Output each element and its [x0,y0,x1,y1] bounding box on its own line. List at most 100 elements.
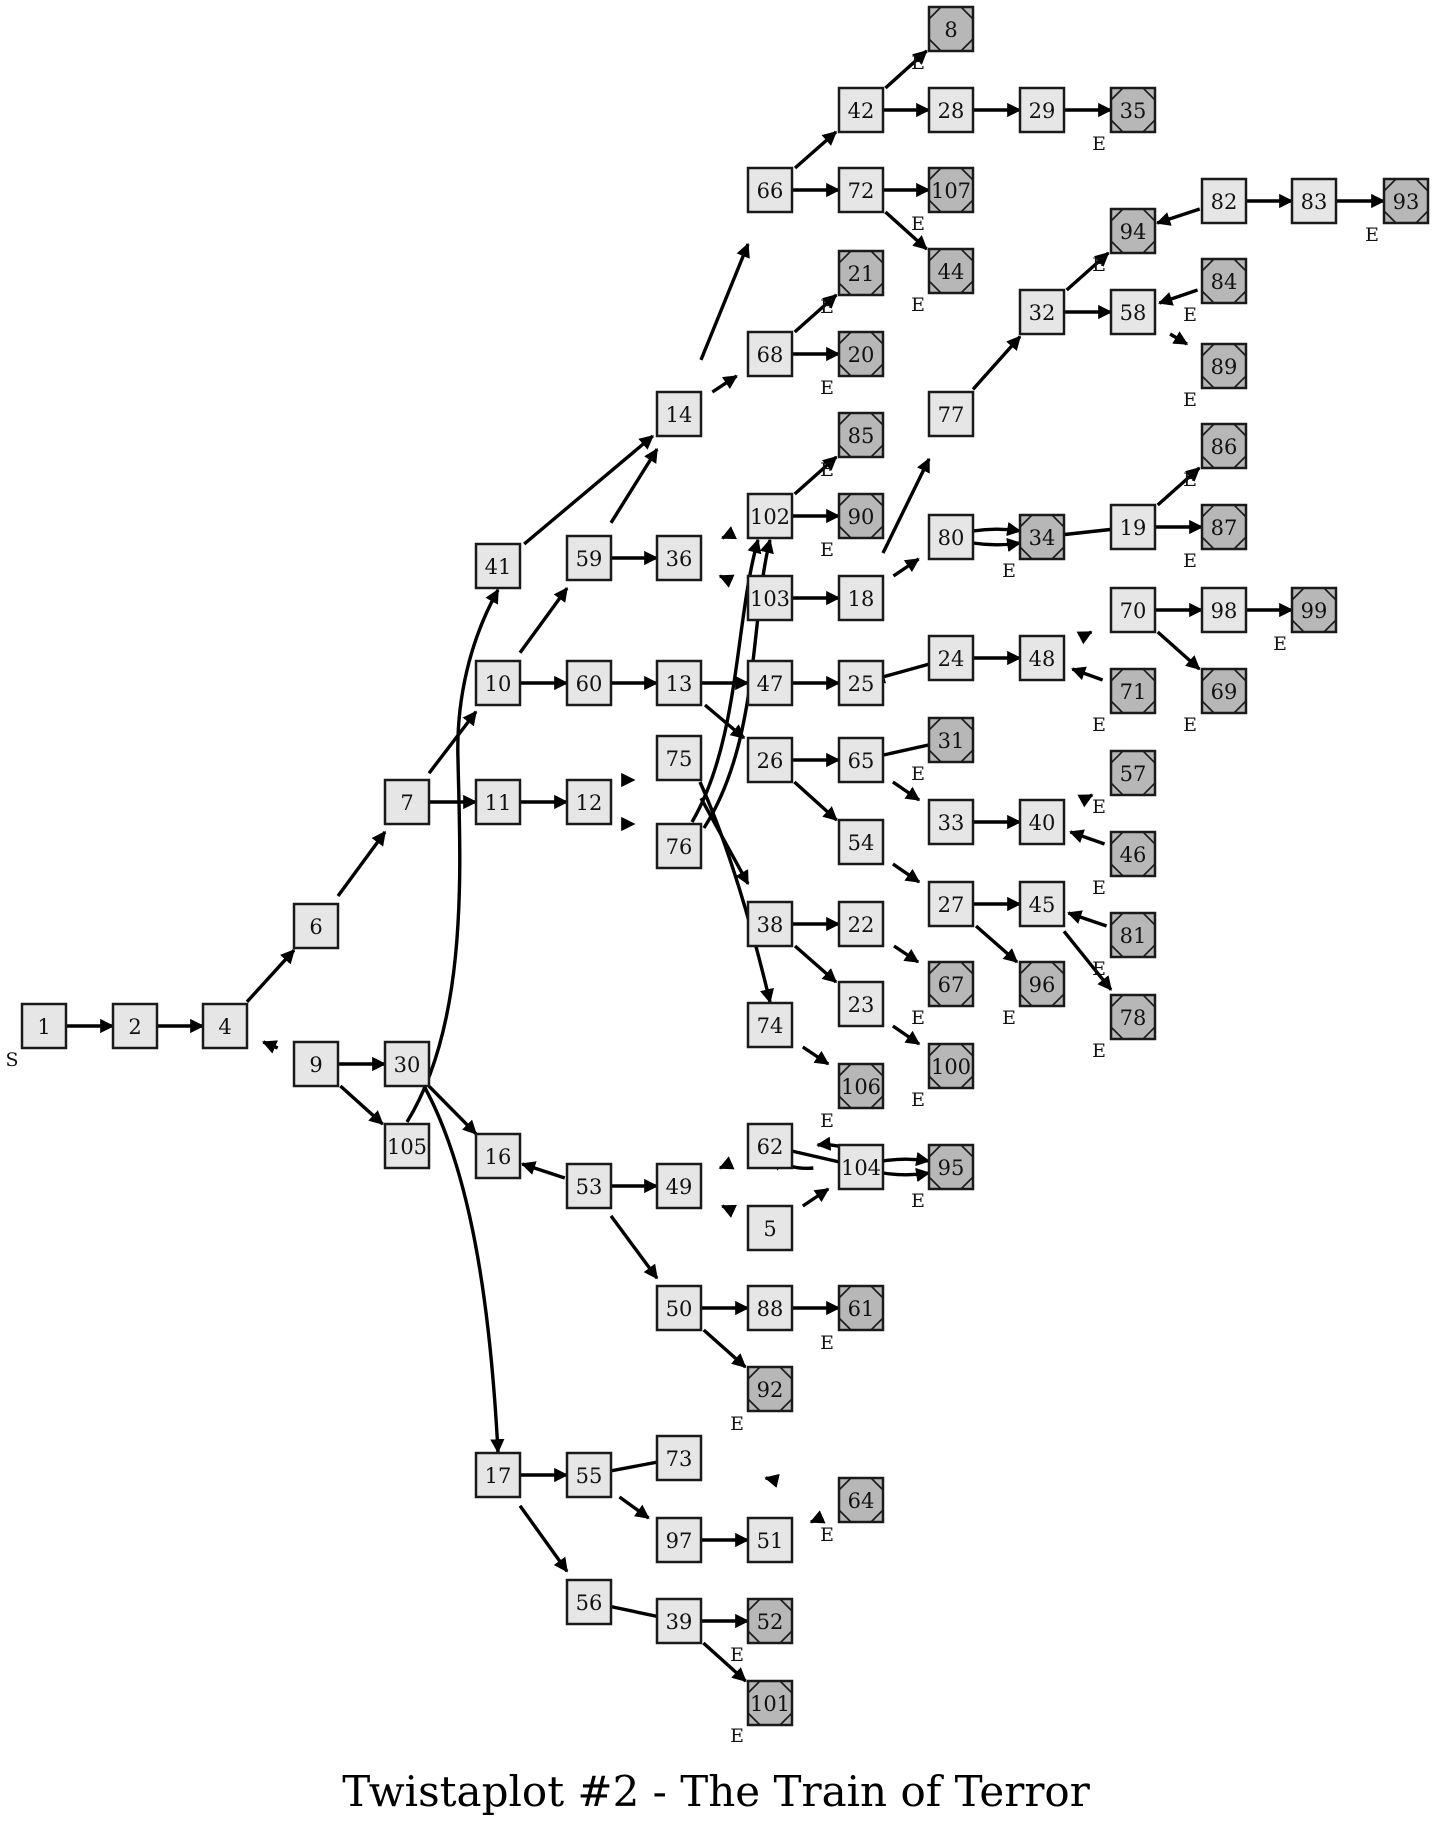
node-label: 26 [757,749,784,773]
end-marker: E [1183,714,1197,736]
node-box [474,1132,522,1180]
node-27: 27 [927,880,975,928]
end-node-44: 44E [911,247,975,316]
node-label: 44 [938,260,965,284]
node-label: 66 [757,179,784,203]
end-marker: E [1002,560,1016,582]
node-16: 16 [474,1132,522,1180]
node-65: 65 [837,736,885,784]
edge-17-to-56 [518,1504,569,1573]
node-box [1018,86,1066,134]
end-node-92: 92E [730,1365,794,1435]
edge-14-to-68 [711,374,738,394]
end-node-67: 67E [911,960,975,1029]
node-83: 83 [1290,177,1338,225]
edge-36-to-102 [721,526,737,540]
end-marker: E [911,294,925,316]
end-node-81: 81E [1092,911,1157,980]
node-2: 2 [111,1002,159,1050]
node-box [565,534,613,582]
node-51: 51 [746,1516,794,1564]
node-box [474,542,522,590]
node-label: 76 [666,835,693,859]
node-label: 62 [757,1135,784,1159]
node-label: 28 [938,99,965,123]
edge-76-to-102 [690,538,762,823]
node-label: 21 [848,262,875,286]
node-label: 94 [1120,220,1147,244]
node-box [837,1143,885,1191]
node-box [655,534,703,582]
node-label: 72 [848,179,875,203]
node-label: 97 [666,1529,693,1553]
node-box [383,1040,431,1088]
node-14: 14 [655,390,703,438]
node-label: 74 [757,1014,784,1038]
end-node-90: 90E [820,492,885,561]
edge-73-to-64 [764,1473,780,1488]
node-label: 9 [309,1053,322,1077]
node-98: 98 [1200,586,1248,634]
node-label: 84 [1211,270,1238,294]
end-node-box [927,1042,975,1090]
node-box [927,798,975,846]
end-node-78: 78E [1092,993,1157,1062]
node-7: 7 [383,778,431,826]
node-25: 25 [837,659,885,707]
edge-22-to-67 [893,944,920,964]
edge-45-to-81 [1067,910,1108,928]
node-box [565,1451,613,1499]
node-label: 11 [485,791,512,815]
node-102: 102 [746,492,794,540]
node-24: 24 [927,634,975,682]
end-node-box [837,1476,885,1524]
node-label: 53 [576,1175,603,1199]
node-80: 80 [927,513,975,561]
end-node-box [1290,586,1338,634]
node-box [746,574,794,622]
end-marker: E [1092,1040,1106,1062]
node-label: 90 [848,505,875,529]
end-marker: E [730,1725,744,1747]
end-node-94: 94E [1092,207,1157,276]
node-box [655,822,703,870]
edge-45-to-78 [1062,930,1113,991]
end-node-box [837,492,885,540]
octagon-marker [1291,587,1337,633]
edge-49-to-62 [718,1156,735,1170]
node-77: 77 [927,390,975,438]
end-node-box [1200,667,1248,715]
end-marker: E [911,213,925,235]
end-node-box [1109,911,1157,959]
node-47: 47 [746,659,794,707]
node-label: 70 [1120,599,1147,623]
end-node-69: 69E [1183,667,1248,736]
node-label: 57 [1120,762,1147,786]
node-box [655,1516,703,1564]
edge-7-to-10 [427,710,478,775]
node-box [746,330,794,378]
edge-13-to-26 [703,703,746,740]
edge-5-to-104 [801,1187,830,1208]
octagon-marker [838,1285,884,1331]
end-marker: E [820,1332,834,1354]
end-node-box [1200,342,1248,390]
node-box [837,574,885,622]
octagon-marker [1201,504,1247,550]
end-node-71: 71E [1092,667,1157,736]
node-label: 6 [309,915,322,939]
node-label: 34 [1029,526,1056,550]
edge-70-to-69 [1156,630,1201,671]
node-label: 92 [757,1378,784,1402]
node-box [746,736,794,784]
end-node-box [927,716,975,764]
end-node-box [746,1365,794,1413]
node-box [292,902,340,950]
node-label: 56 [576,1591,603,1615]
node-18: 18 [837,574,885,622]
node-label: 104 [841,1156,881,1180]
node-label: 45 [1029,893,1056,917]
node-box [565,1578,613,1626]
